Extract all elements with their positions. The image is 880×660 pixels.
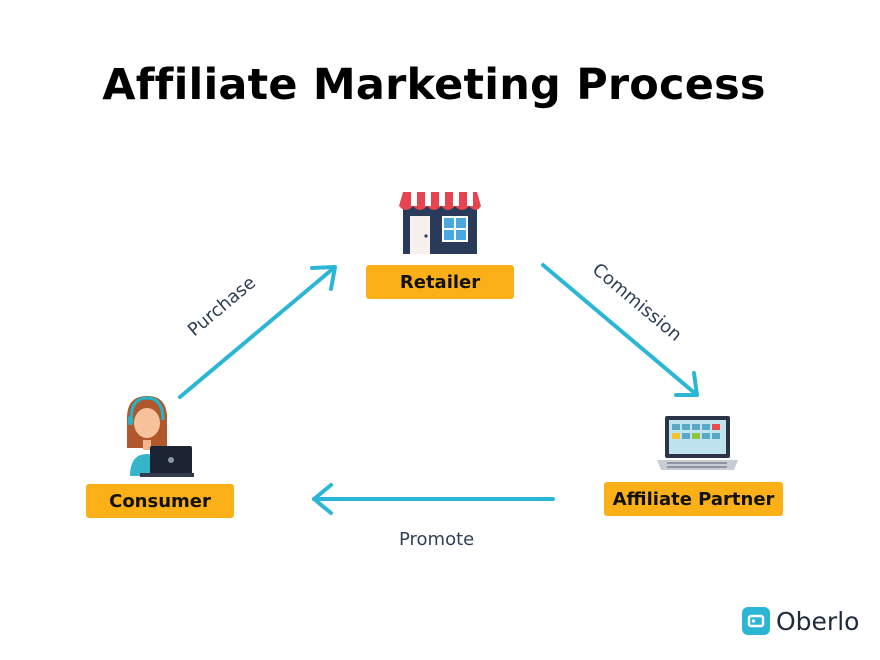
affiliate-partner-node: Affiliate Partner (604, 482, 783, 516)
oberlo-logo-icon (742, 607, 770, 635)
brand-name: Oberlo (776, 606, 860, 636)
promote-label: Promote (399, 529, 475, 550)
oberlo-brand: Oberlo (742, 604, 859, 638)
purchase-arrow (178, 265, 337, 399)
retailer-node: Retailer (366, 265, 514, 299)
commission-arrow (541, 263, 699, 397)
diagram-title: Affiliate Marketing Process (102, 60, 766, 110)
promote-arrow (312, 483, 555, 515)
consumer-node: Consumer (86, 484, 234, 518)
